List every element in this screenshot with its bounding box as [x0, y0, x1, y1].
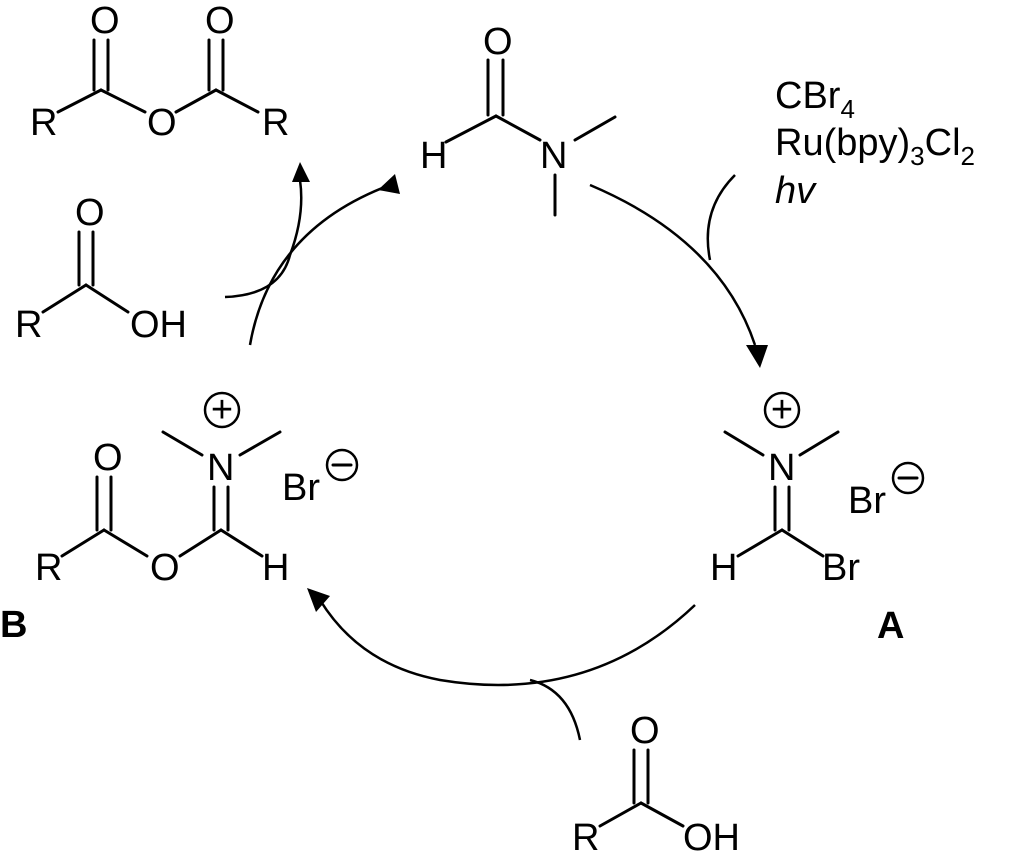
reagent-input-curve — [706, 174, 736, 261]
b-plus-circle — [203, 391, 241, 429]
dmf-ch-bond — [444, 114, 498, 144]
side-arrows — [224, 162, 736, 741]
a-plus-sign: + — [771, 389, 793, 431]
b-r-bond — [60, 528, 106, 558]
arrowhead-B-to-dmf — [378, 174, 400, 194]
reagent-cbr4: CBr4 — [775, 75, 855, 124]
acid-input-curve-bottom — [529, 678, 582, 741]
anhydride-r-left: R — [30, 102, 57, 144]
arrowhead-anhydride-output — [292, 162, 310, 182]
acid-bottom-oh: OH — [683, 817, 740, 854]
cycle-arcs — [248, 174, 768, 687]
acid-left-carbonyl-o: O — [75, 192, 105, 234]
b-n-methyl-2 — [238, 430, 282, 457]
dmf-hydrogen: H — [420, 135, 447, 177]
intermediate-b: + N H O O R Br B — [0, 389, 359, 646]
b-o-c-bond — [102, 528, 149, 558]
b-c-o-bond — [178, 528, 223, 558]
b-counter-bromide: Br — [282, 467, 320, 509]
b-minus-circle — [325, 448, 359, 482]
acid-input-curve-left — [224, 254, 292, 299]
arc-B-to-dmf — [248, 183, 391, 346]
acid-bottom-molecule: O R OH — [572, 710, 740, 854]
b-ch-bond — [219, 528, 264, 558]
a-nitrogen: N — [768, 447, 795, 489]
b-n-methyl-1 — [161, 430, 204, 457]
acid-bottom-bond-oh — [639, 801, 685, 828]
b-nitrogen: N — [207, 447, 234, 489]
anhydride-r-right: R — [262, 102, 289, 144]
a-minus-circle — [891, 461, 925, 495]
acid-left-molecule: O R OH — [15, 192, 187, 346]
anhydride-bond-o-c-right — [174, 88, 218, 114]
dmf-n-methyl-1 — [573, 115, 617, 142]
b-r-group: R — [35, 547, 62, 589]
acid-bottom-carbonyl-o: O — [630, 710, 660, 752]
anhydride-carbonyl-o-right: O — [205, 0, 235, 42]
a-hydrogen: H — [710, 547, 737, 589]
acid-left-bond-oh — [84, 283, 130, 314]
intermediate-a: + N H Br Br A — [710, 389, 925, 647]
a-bromine: Br — [822, 547, 860, 589]
b-plus-sign: + — [211, 389, 233, 431]
a-counter-bromide: Br — [848, 480, 886, 522]
anhydride-bond-c-o-left — [99, 88, 147, 114]
b-hydrogen: H — [262, 547, 289, 589]
a-ch-bond — [736, 528, 784, 558]
acid-bottom-bond-r — [598, 801, 643, 828]
anhydride-molecule: O O R O R — [30, 0, 289, 144]
arrowhead-A-to-B — [307, 588, 330, 612]
b-ester-oxygen: O — [150, 547, 180, 589]
dmf-cn-bond — [494, 114, 542, 142]
a-plus-circle — [763, 391, 801, 429]
anhydride-bridge-oxygen: O — [147, 102, 177, 144]
dmf-molecule: O H N — [420, 21, 617, 217]
label-a: A — [877, 605, 904, 647]
anhydride-output-curve — [288, 179, 303, 256]
b-carbonyl-oxygen: O — [93, 437, 123, 479]
label-b: B — [0, 604, 27, 646]
reagents-block: CBr4 Ru(bpy)3Cl2 hv — [775, 75, 975, 212]
a-n-methyl-1 — [723, 430, 765, 457]
dmf-nitrogen: N — [540, 135, 567, 177]
anhydride-bond-r-left — [56, 88, 103, 114]
acid-left-r: R — [15, 304, 42, 346]
reagent-ru-catalyst: Ru(bpy)3Cl2 — [775, 122, 975, 171]
reagent-light: hv — [775, 170, 817, 212]
anhydride-bond-r-right — [214, 88, 260, 114]
a-cbr-bond — [780, 528, 825, 558]
arc-dmf-to-A — [589, 183, 757, 346]
acid-left-oh: OH — [130, 304, 187, 346]
acid-bottom-r: R — [572, 817, 599, 854]
arrowhead-dmf-to-A — [746, 345, 768, 368]
a-n-methyl-2 — [798, 430, 840, 457]
arc-A-to-B — [318, 599, 696, 687]
anhydride-carbonyl-o-left: O — [90, 0, 120, 42]
acid-left-bond-r — [41, 283, 88, 314]
dmf-oxygen: O — [483, 21, 513, 63]
